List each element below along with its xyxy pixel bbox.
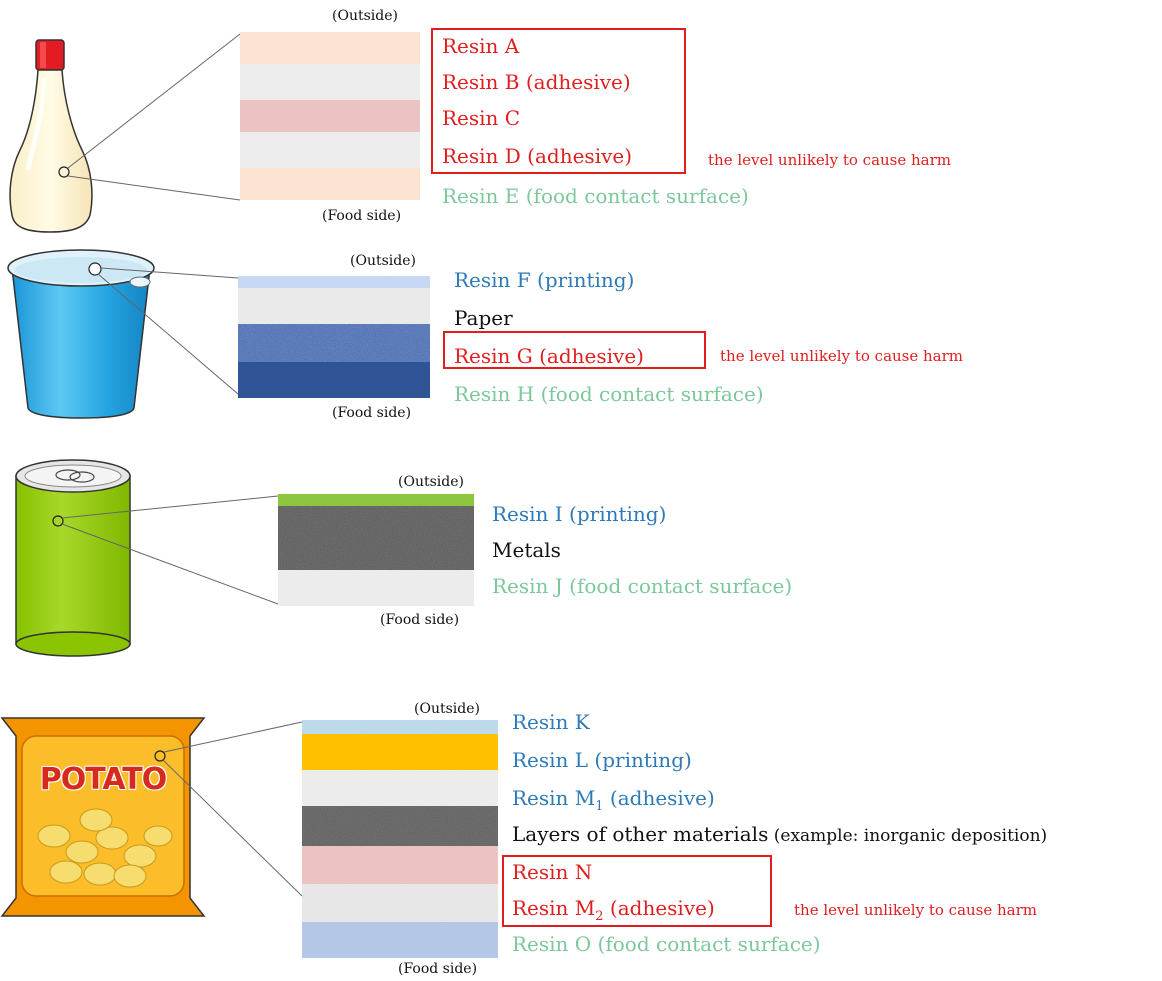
highlight-box-2	[443, 331, 706, 369]
food-side-label-3: (Food side)	[380, 612, 460, 628]
resin-m2-subscript: 2	[595, 909, 604, 924]
highlight-box-4	[502, 855, 772, 927]
other-materials-example: (example: inorganic deposition)	[768, 826, 1048, 846]
layer-label-resin-j: Resin J (food contact surface)	[492, 574, 793, 598]
outside-label-4: (Outside)	[414, 701, 480, 717]
resin-m2-suffix: (adhesive)	[603, 896, 715, 920]
food-side-label-1: (Food side)	[322, 208, 402, 224]
can-layer-stack	[278, 494, 474, 606]
layer-label-resin-i: Resin I (printing)	[492, 502, 667, 526]
harm-note-1: the level unlikely to cause harm	[708, 151, 952, 169]
bag-brand-text: POTATO	[39, 762, 167, 797]
harm-note-4: the level unlikely to cause harm	[794, 901, 1038, 919]
resin-m2-name: Resin M	[512, 896, 596, 920]
bottle-layer-stack	[240, 32, 420, 200]
can-icon	[15, 459, 131, 657]
layer-label-resin-n: Resin N	[512, 860, 593, 884]
layer-label-resin-g: Resin G (adhesive)	[454, 344, 644, 368]
resin-m1-suffix: (adhesive)	[603, 786, 715, 810]
layer-label-resin-b: Resin B (adhesive)	[442, 70, 631, 94]
bag-layer-stack	[302, 720, 498, 958]
resin-m1-name: Resin M	[512, 786, 596, 810]
layer-label-metals: Metals	[492, 538, 561, 562]
outside-label-3: (Outside)	[398, 474, 464, 490]
other-materials-name: Layers of other materials	[512, 822, 769, 846]
resin-m1-subscript: 1	[595, 799, 604, 814]
harm-note-2: the level unlikely to cause harm	[720, 347, 964, 365]
layer-label-resin-c: Resin C	[442, 106, 521, 130]
cup-layer-stack	[238, 276, 430, 398]
bottle-icon	[9, 39, 93, 233]
layer-label-other-materials: Layers of other materials (example: inor…	[512, 822, 1047, 848]
chip-bag-icon	[0, 717, 206, 917]
highlight-box-1	[431, 28, 686, 174]
layer-label-paper: Paper	[454, 306, 513, 330]
outside-label-1: (Outside)	[332, 8, 398, 24]
layer-label-resin-d: Resin D (adhesive)	[442, 144, 633, 168]
layer-label-resin-m2: Resin M2 (adhesive)	[512, 896, 715, 929]
layer-label-resin-l: Resin L (printing)	[512, 748, 692, 772]
food-side-label-2: (Food side)	[332, 405, 412, 421]
layer-label-resin-h: Resin H (food contact surface)	[454, 382, 764, 406]
food-side-label-4: (Food side)	[398, 961, 478, 977]
layer-label-resin-f: Resin F (printing)	[454, 268, 635, 292]
layer-label-resin-k: Resin K	[512, 710, 590, 734]
cup-icon	[7, 249, 155, 419]
layer-label-resin-m1: Resin M1 (adhesive)	[512, 786, 715, 819]
layer-label-resin-a: Resin A	[442, 34, 520, 58]
layer-label-resin-o: Resin O (food contact surface)	[512, 932, 821, 956]
outside-label-2: (Outside)	[350, 253, 416, 269]
layer-label-resin-e: Resin E (food contact surface)	[442, 184, 749, 208]
